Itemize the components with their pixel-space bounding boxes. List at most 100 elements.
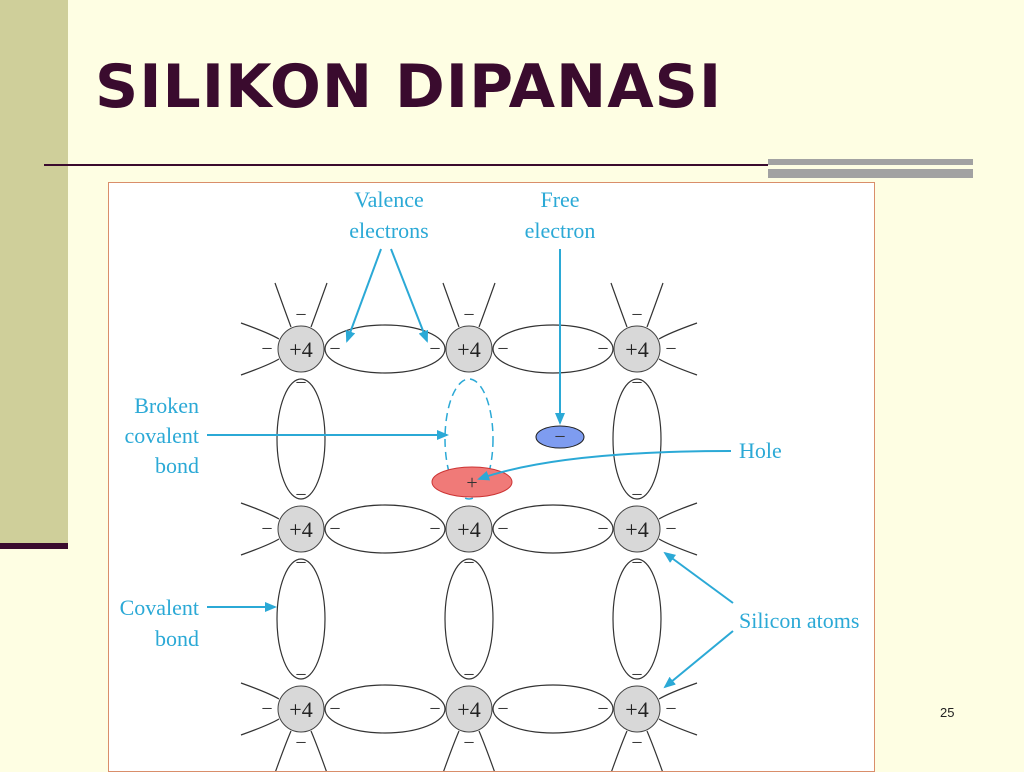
bond-v-c3-a — [612, 378, 662, 500]
arrow-valence-right — [390, 248, 429, 343]
bond-h-r3-a — [324, 684, 446, 734]
arrow-valence-left — [345, 248, 382, 343]
lattice-svg: +4 +4 +4 +4 +4 +4 +4 +4 +4 −−−−−−−−−−−−−… — [120, 187, 859, 771]
bond-v-c1-a — [276, 378, 326, 500]
atom-r3-c2 — [445, 685, 493, 733]
valence-electron: − — [597, 518, 608, 540]
page-number: 25 — [940, 705, 955, 720]
atom-r3-c1 — [277, 685, 325, 733]
valence-electron: − — [631, 304, 642, 326]
label-hole: Hole — [739, 438, 782, 463]
title-divider-accent — [768, 159, 973, 178]
valence-electron: − — [295, 552, 306, 574]
bond-stub-right-r3 — [658, 682, 698, 736]
valence-electron: − — [463, 552, 474, 574]
valence-electron: − — [631, 484, 642, 506]
valence-electron: − — [665, 698, 676, 720]
valence-electron: − — [463, 304, 474, 326]
valence-electron: − — [329, 698, 340, 720]
left-decor-line — [0, 543, 68, 549]
label-arrows — [207, 248, 734, 689]
label-broken-1: Broken — [134, 393, 199, 418]
bond-h-r1-b — [492, 324, 614, 374]
bond-stub-right-r1 — [658, 322, 698, 376]
atom-charge: +4 — [457, 337, 480, 362]
atom-charge: +4 — [625, 697, 648, 722]
valence-electron: − — [295, 372, 306, 394]
slide-title: SILIKON DIPANASI — [95, 52, 723, 122]
silicon-atoms — [277, 325, 661, 733]
label-free-1: Free — [540, 187, 579, 212]
valence-electron: − — [497, 338, 508, 360]
valence-electrons: − − − − − − − − − − − − − − − − − − − − − − − − − − − − − − − − − − — [261, 304, 676, 754]
valence-electron: − — [631, 372, 642, 394]
atom-charge: +4 — [289, 697, 312, 722]
bond-v-c2-b — [444, 558, 494, 680]
silicon-lattice-diagram: +4 +4 +4 +4 +4 +4 +4 +4 +4 −−−−−−−−−−−−−… — [108, 182, 875, 772]
free-electron — [535, 425, 585, 449]
bond-stub-left-r1 — [240, 322, 280, 376]
valence-electron: − — [329, 338, 340, 360]
bond-stub-top-c2 — [442, 282, 496, 328]
title-divider — [44, 164, 972, 166]
valence-electron: − — [463, 664, 474, 686]
valence-electron: − — [429, 518, 440, 540]
label-silicon-atoms: Silicon atoms — [739, 608, 859, 633]
valence-electron: − — [295, 304, 306, 326]
valence-electron: − — [463, 732, 474, 754]
atom-charge: +4 — [625, 337, 648, 362]
label-free-2: electron — [525, 218, 596, 243]
atom-charge: +4 — [625, 517, 648, 542]
atom-r1-c3 — [613, 325, 661, 373]
arrow-silicon-atom-lower — [663, 630, 734, 689]
valence-electron: − — [261, 698, 272, 720]
atom-r2-c3 — [613, 505, 661, 553]
label-valence-1: Valence — [354, 187, 424, 212]
atom-r1-c1 — [277, 325, 325, 373]
label-covalent-1: Covalent — [120, 595, 199, 620]
label-valence-2: electrons — [349, 218, 428, 243]
valence-electron: − — [295, 732, 306, 754]
valence-electron: − — [597, 338, 608, 360]
valence-electron: − — [497, 698, 508, 720]
bond-v-c1-b — [276, 558, 326, 680]
valence-electron: − — [261, 338, 272, 360]
arrow-hole — [477, 450, 732, 481]
bond-stub-left-r2 — [240, 502, 280, 556]
valence-electron: − — [631, 732, 642, 754]
atom-charge: +4 — [457, 517, 480, 542]
valence-electron: − — [665, 338, 676, 360]
atom-r2-c1 — [277, 505, 325, 553]
valence-electron: − — [295, 484, 306, 506]
valence-electron: − — [631, 552, 642, 574]
bond-stub-top-c3 — [610, 282, 664, 328]
label-broken-2: covalent — [124, 423, 199, 448]
valence-electron: − — [497, 518, 508, 540]
bond-stub-top-c1 — [274, 282, 328, 328]
atom-r3-c3 — [613, 685, 661, 733]
arrow-silicon-atom-upper — [663, 551, 734, 604]
bond-h-r2-b — [492, 504, 614, 554]
atom-charges: +4 +4 +4 +4 +4 +4 +4 +4 +4 — [289, 337, 648, 722]
label-covalent-2: bond — [155, 626, 199, 651]
valence-electron: − — [295, 664, 306, 686]
valence-electron: − — [665, 518, 676, 540]
label-broken-3: bond — [155, 453, 199, 478]
valence-electron: − — [631, 664, 642, 686]
valence-electron: − — [329, 518, 340, 540]
valence-electron: − — [597, 698, 608, 720]
bond-h-r2-a — [324, 504, 446, 554]
free-electron-sign: − — [554, 426, 565, 448]
valence-electron: − — [429, 338, 440, 360]
bond-v-c3-b — [612, 558, 662, 680]
atom-r1-c2 — [445, 325, 493, 373]
valence-electron: − — [261, 518, 272, 540]
bond-h-r1-a — [324, 324, 446, 374]
bond-h-r3-b — [492, 684, 614, 734]
hole-sign: + — [466, 472, 477, 494]
bond-stub-left-r3 — [240, 682, 280, 736]
left-decor-bar — [0, 0, 68, 545]
bond-stub-right-r2 — [658, 502, 698, 556]
covalent-bonds — [240, 282, 698, 771]
atom-r2-c2 — [445, 505, 493, 553]
